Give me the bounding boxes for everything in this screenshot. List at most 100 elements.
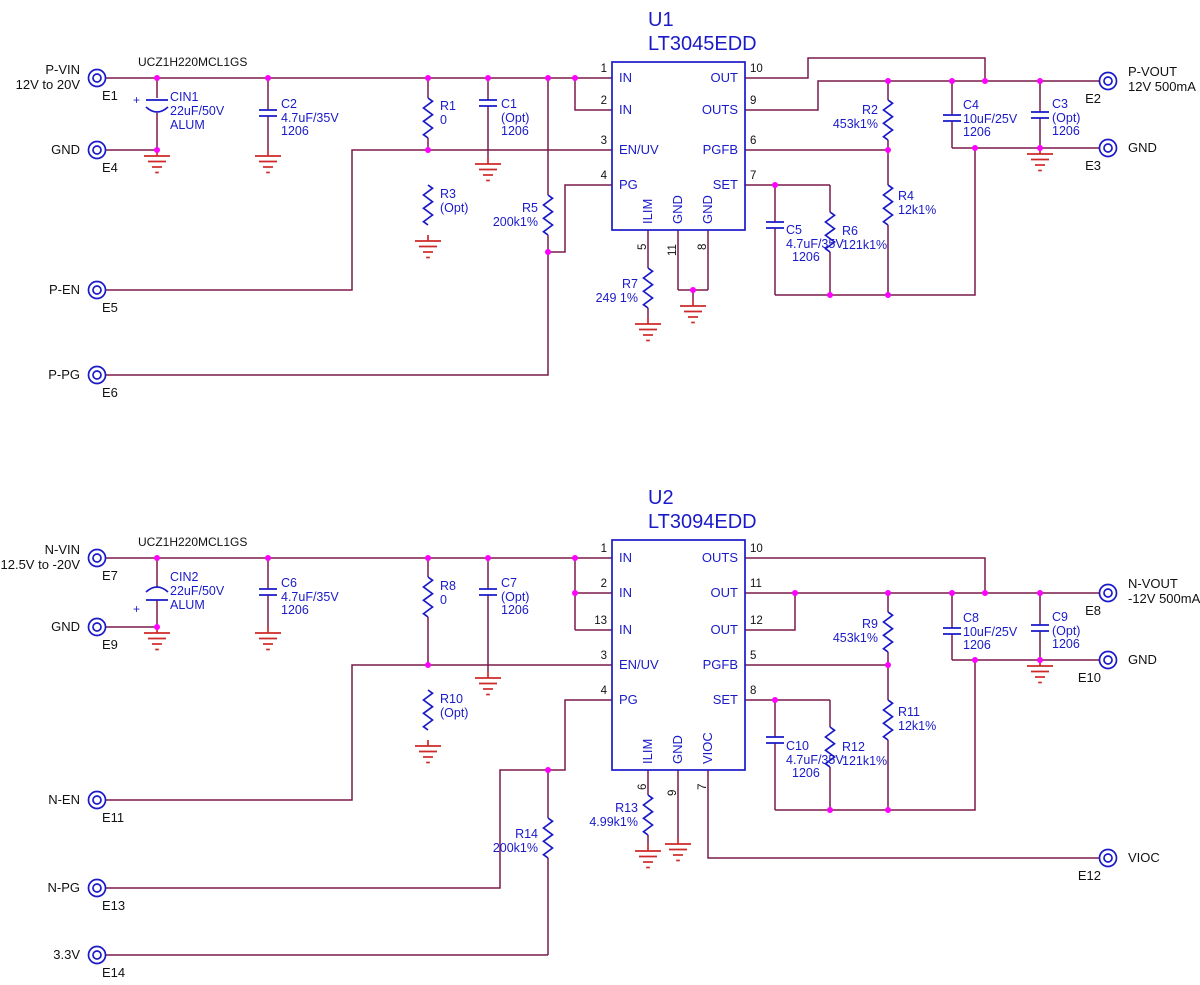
capacitor-c7: C7 (Opt) 1206	[479, 576, 529, 617]
c8-value: 10uF/25V	[963, 625, 1018, 639]
u2-part: LT3094EDD	[648, 511, 757, 533]
e3-net: GND	[1128, 140, 1157, 155]
u1-pin-num: 3	[601, 135, 607, 147]
u2-wires	[106, 557, 1099, 956]
u2-pin-name: OUT	[711, 622, 739, 637]
u2-pin-name: IN	[619, 550, 632, 565]
u2-pin-num: 7	[697, 784, 709, 790]
r6-value: 121k1%	[842, 238, 887, 252]
e2-net: P-VOUT	[1128, 64, 1177, 79]
u2-pin-name: OUTS	[702, 550, 738, 565]
c3-ref: C3	[1052, 97, 1068, 111]
e1-net: P-VIN	[45, 62, 80, 77]
u2-pin-num: 1	[601, 543, 607, 555]
r11-value: 12k1%	[898, 719, 936, 733]
u1-pin-num: 10	[750, 63, 763, 75]
e12-name: E12	[1078, 868, 1101, 883]
capacitor-c2: C2 4.7uF/35V 1206	[259, 97, 339, 138]
resistor-r10: R10 (Opt)	[422, 689, 468, 731]
r4-ref: R4	[898, 189, 914, 203]
e1-detail: 12V to 20V	[16, 77, 81, 92]
c5-value: 4.7uF/35V	[786, 237, 844, 251]
cin1-note: ALUM	[170, 118, 205, 132]
r9-value: 453k1%	[833, 631, 878, 645]
u2-pin-name: GND	[670, 735, 685, 764]
capacitor-c4: C4 10uF/25V 1206	[943, 98, 1018, 139]
u1-part: LT3045EDD	[648, 33, 757, 55]
capacitor-c9: C9 (Opt) 1206	[1031, 610, 1080, 651]
capacitor-cin1: + UCZ1H220MCL1GS CIN1 22uF/50V ALUM	[133, 55, 247, 132]
e13-name: E13	[102, 898, 125, 913]
cin1-value: 22uF/50V	[170, 104, 225, 118]
resistor-r14: R14 200k1%	[493, 817, 554, 859]
u1-pin-num: 2	[601, 95, 607, 107]
cin1-ref: CIN1	[170, 90, 199, 104]
c4-pkg: 1206	[963, 125, 991, 139]
u1-pin-name: GND	[670, 195, 685, 224]
r3-value: (Opt)	[440, 201, 468, 215]
u1-pin-name: EN/UV	[619, 142, 659, 157]
resistor-r4: R4 12k1%	[882, 184, 936, 226]
terminal-e4: GND E4	[51, 140, 118, 175]
u1-pin-name: GND	[700, 195, 715, 224]
u1-pin-name: IN	[619, 70, 632, 85]
capacitor-c10: C10 4.7uF/35V 1206	[766, 736, 844, 780]
r14-value: 200k1%	[493, 841, 538, 855]
u1-pin-num: 8	[697, 244, 709, 250]
u2-pin-num: 12	[750, 615, 763, 627]
e6-name: E6	[102, 385, 118, 400]
u2-body	[611, 539, 746, 771]
u2-pin-num: 2	[601, 578, 607, 590]
u1-junction-dots	[154, 75, 1043, 298]
u1-pin-name: PGFB	[703, 142, 738, 157]
c9-ref: C9	[1052, 610, 1068, 624]
r1-value: 0	[440, 113, 447, 127]
u2-pin-num: 3	[601, 650, 607, 662]
e1-name: E1	[102, 88, 118, 103]
u2-pin-name: OUT	[711, 585, 739, 600]
e8-name: E8	[1085, 603, 1101, 618]
polarity-plus: +	[133, 93, 140, 107]
terminal-e14: 3.3V E14	[53, 945, 125, 980]
c9-value: (Opt)	[1052, 624, 1080, 638]
terminal-e5: P-EN E5	[49, 280, 118, 315]
c6-ref: C6	[281, 576, 297, 590]
c7-pkg: 1206	[501, 603, 529, 617]
u1-pin-num: 5	[637, 244, 649, 250]
resistor-r7: R7 249 1%	[596, 267, 654, 309]
e2-detail: 12V 500mA	[1128, 79, 1196, 94]
u2-ref: U2	[648, 487, 674, 509]
r7-ref: R7	[622, 277, 638, 291]
e5-net: P-EN	[49, 282, 80, 297]
u1-pin-name: OUTS	[702, 102, 738, 117]
c6-pkg: 1206	[281, 603, 309, 617]
r8-value: 0	[440, 593, 447, 607]
c3-pkg: 1206	[1052, 124, 1080, 138]
u1-pin-name: OUT	[711, 70, 739, 85]
resistor-r2: R2 453k1%	[833, 99, 894, 141]
c4-ref: C4	[963, 98, 979, 112]
r7-value: 249 1%	[596, 291, 638, 305]
resistor-r13: R13 4.99k1%	[589, 794, 654, 836]
u1-pin-name: IN	[619, 102, 632, 117]
cin2-ref: CIN2	[170, 570, 199, 584]
r10-value: (Opt)	[440, 706, 468, 720]
r12-value: 121k1%	[842, 754, 887, 768]
u1-body	[611, 61, 746, 231]
terminal-e13: N-PG E13	[48, 878, 125, 913]
u1-pin-name: PG	[619, 177, 638, 192]
cin2-partno: UCZ1H220MCL1GS	[138, 535, 247, 549]
u2-pin-num: 4	[601, 685, 608, 697]
u2-pin-num: 10	[750, 543, 763, 555]
u1-pin-num: 6	[750, 135, 756, 147]
u2-pin-num: 11	[750, 578, 762, 590]
u1-ref: U1	[648, 9, 674, 31]
terminal-e6: P-PG E6	[48, 365, 118, 400]
c9-pkg: 1206	[1052, 637, 1080, 651]
u1-pin-num: 4	[601, 170, 608, 182]
u2-junction-dots	[154, 555, 1043, 813]
c3-value: (Opt)	[1052, 111, 1080, 125]
resistor-r9: R9 453k1%	[833, 611, 894, 653]
r5-ref: R5	[522, 201, 538, 215]
c8-pkg: 1206	[963, 638, 991, 652]
